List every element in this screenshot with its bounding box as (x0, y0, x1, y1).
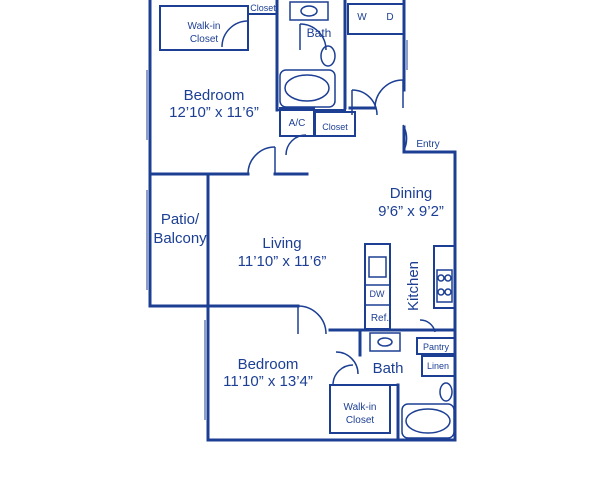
kitchen-sink (368, 256, 387, 278)
toilet-bottom (439, 382, 453, 402)
sink-bottom (369, 332, 401, 352)
bathtub-top (279, 69, 336, 108)
bathtub-bottom (401, 403, 455, 439)
fixtures (279, 1, 455, 439)
sink-top (289, 1, 329, 21)
labels: Walk-in Closet Closet Bath W D Bedroom 1… (153, 3, 449, 426)
bedroom-top-name: Bedroom (184, 87, 245, 104)
doors (221, 20, 436, 386)
ac-label: A/C (289, 118, 306, 129)
windows (146, 40, 408, 420)
dining-size: 9’6” x 9’2” (378, 203, 444, 220)
walkin-closet-bottom-line2: Closet (346, 415, 375, 426)
bath-top-label: Bath (307, 26, 332, 40)
pantry-label: Pantry (423, 342, 450, 352)
linen-label: Linen (427, 361, 449, 371)
washer-label: W (357, 12, 367, 23)
living-name: Living (262, 235, 301, 252)
closet-mid-label: Closet (322, 122, 348, 132)
kitchen-label: Kitchen (405, 261, 422, 311)
walkin-closet-top-line2: Closet (190, 34, 219, 45)
closet-top-label: Closet (250, 3, 276, 13)
patio-line1: Patio/ (161, 211, 200, 228)
bedroom-top-size: 12’10” x 11’6” (169, 104, 259, 121)
bath-bottom-label: Bath (373, 360, 404, 377)
dryer-label: D (386, 12, 393, 23)
dishwasher-label: DW (370, 289, 385, 299)
walkin-closet-top-line1: Walk-in (188, 21, 221, 32)
bedroom-bottom-size: 11’10” x 13’4” (223, 373, 313, 390)
bedroom-bottom-name: Bedroom (238, 356, 299, 373)
refrigerator-label: Ref. (371, 313, 389, 324)
patio-line2: Balcony (153, 230, 207, 247)
walkin-closet-bottom-line1: Walk-in (344, 402, 377, 413)
stove (436, 269, 453, 303)
dining-name: Dining (390, 185, 433, 202)
living-size: 11’10” x 11’6” (238, 253, 327, 270)
toilet-top (320, 45, 336, 67)
entry-label: Entry (416, 139, 439, 150)
